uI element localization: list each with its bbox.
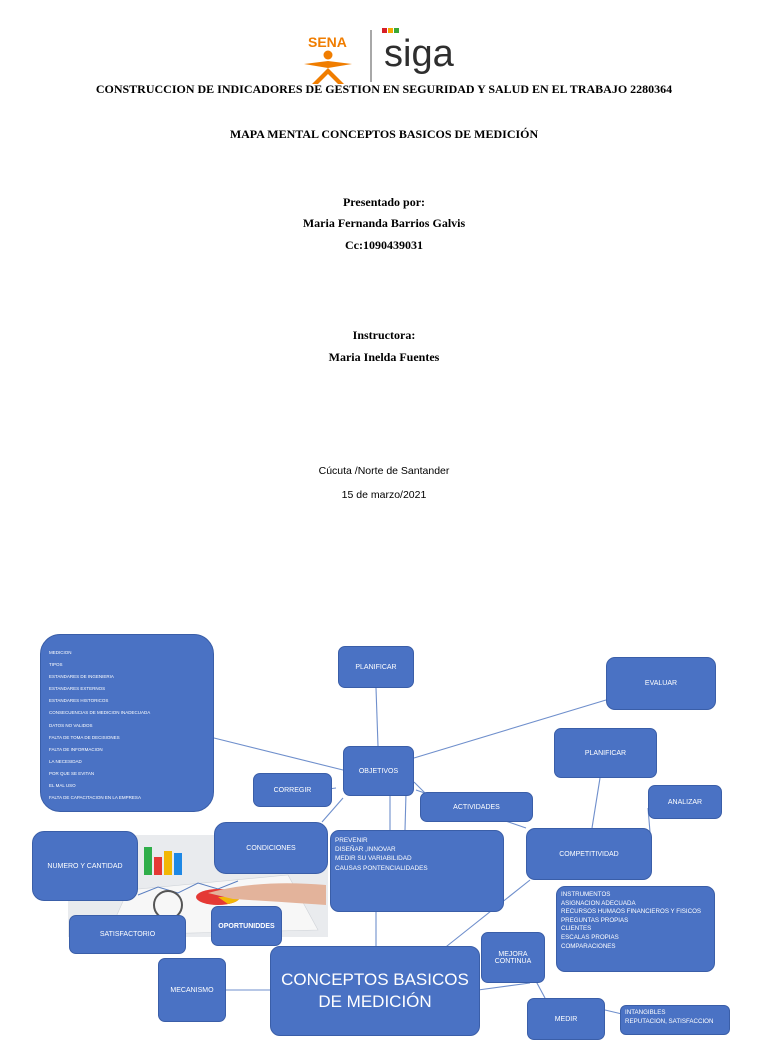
sena-logo: SENA [304, 34, 352, 84]
node-analizar: ANALIZAR [648, 785, 722, 819]
author-name: Maria Fernanda Barrios Galvis [302, 216, 466, 230]
list-item: INSTRUMENTOS [561, 891, 611, 898]
node-planificar-right: PLANIFICAR [554, 728, 657, 778]
node-satisfactorio: SATISFACTORIO [69, 915, 186, 954]
list-item: ESTANDARES HISTORICOS [49, 698, 109, 704]
list-item: LA NECESIDAD [49, 758, 82, 764]
node-mejora-continua: MEJORA CONTINUA [481, 932, 545, 983]
node-evaluar: EVALUAR [606, 657, 716, 710]
list-item: PREGUNTAS PROPIAS [561, 916, 629, 924]
date: 15 de marzo/2021 [341, 489, 427, 501]
list-item: FALTA DE TOMA DE DECISIONES [49, 734, 120, 740]
node-planificar-top: PLANIFICAR [338, 646, 414, 688]
list-item: ASIGNACION ADECUADA [561, 899, 636, 907]
node-actividades: ACTIVIDADES [420, 792, 533, 822]
node-oportunidades: OPORTUNIDDES [211, 906, 282, 946]
siga-logo: siga [382, 28, 455, 75]
node-mecanismo: MECANISMO [158, 958, 226, 1022]
list-item: DATOS NO VALIDOS [49, 722, 93, 728]
list-item: ESTANDARES DE INGENIERIA [49, 674, 114, 680]
node-competitividad: COMPETITIVIDAD [526, 828, 652, 880]
list-item: MEDICION [49, 650, 72, 655]
siga-logo-text: siga [384, 33, 455, 75]
intangibles-list: INTANGIBLES REPUTACION, SATISFACCION [625, 1009, 713, 1026]
node-corregir: CORREGIR [253, 773, 332, 807]
list-item: ESCALAS PROPIAS [561, 933, 619, 941]
node-numero-y-cantidad: NUMERO Y CANTIDAD [32, 831, 138, 901]
prevenir-box [330, 830, 504, 912]
list-item: COMPARACIONES [561, 942, 616, 950]
list-item: FALTA DE CAPACITACION EN LA EMPRESA [49, 795, 141, 801]
list-item: CLIENTES [561, 925, 592, 933]
document-title: MAPA MENTAL CONCEPTOS BASICOS DE MEDICIÓ… [229, 127, 539, 141]
list-item: CONSECUENCIAS DE MEDICION INADECUADA [49, 710, 151, 716]
central-node: CONCEPTOS BASICOS DE MEDICIÓN [270, 946, 480, 1036]
course-title: CONSTRUCCION DE INDICADORES DE GESTION E… [95, 82, 673, 96]
left-concepts-box [40, 634, 214, 812]
sena-logo-text: SENA [308, 34, 347, 50]
instructor-name: Maria Inelda Fuentes [328, 350, 440, 364]
instrumentos-box [556, 886, 715, 972]
list-item: EL MAL USO [49, 783, 76, 789]
node-objetivos: OBJETIVOS [343, 746, 414, 796]
list-item: ESTANDARES EXTERNOS [49, 686, 106, 692]
instrumentos-list: INSTRUMENTOS ASIGNACION ADECUADA RECURSO… [561, 891, 701, 951]
prevenir-list: PREVENIR DISEÑAR ,INNOVAR MEDIR SU VARIA… [335, 836, 428, 873]
node-condiciones: CONDICIONES [214, 822, 328, 874]
list-item: PREVENIR [335, 837, 368, 844]
presented-by-label: Presentado por: [342, 195, 426, 209]
list-item: TIPOS [49, 662, 63, 668]
author-id: Cc:1090439031 [345, 238, 423, 252]
location: Cúcuta /Norte de Santander [318, 465, 450, 477]
list-item: DISEÑAR ,INNOVAR [335, 846, 396, 854]
node-medir: MEDIR [527, 998, 605, 1040]
list-item: CAUSAS PONTENCIALIDADES [335, 864, 428, 872]
instructor-label: Instructora: [352, 328, 416, 342]
list-item: MEDIR SU VARIABILIDAD [335, 855, 412, 863]
list-item: POR QUE SE EVITAN [49, 770, 95, 776]
left-concepts-list: MEDICION TIPOS ESTANDARES DE INGENIERIA … [49, 647, 150, 804]
list-item: FALTA DE INFORMACION [49, 746, 103, 752]
sena-siga-logo: SENA siga [304, 28, 455, 84]
list-item: INTANGIBLES [625, 1009, 666, 1016]
list-item: RECURSOS HUMAOS FINANCIEROS Y FISICOS [561, 908, 702, 916]
list-item: REPUTACION, SATISFACCION [625, 1017, 714, 1025]
